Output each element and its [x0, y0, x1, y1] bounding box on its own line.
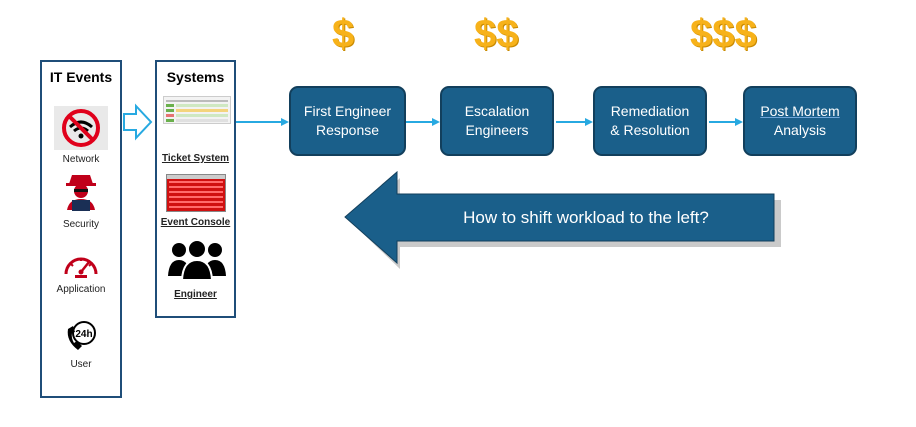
step-first-engineer-response: First Engineer Response	[289, 86, 406, 156]
system-label: Event Console	[160, 217, 231, 228]
systems-title: Systems	[166, 69, 225, 85]
events-to-systems-arrow	[123, 103, 153, 141]
connector-arrowhead	[432, 118, 440, 126]
ticket-system-screenshot	[163, 96, 231, 124]
systems-panel: Systems Ticket System Event Console	[155, 60, 236, 318]
step-line2: Analysis	[773, 122, 827, 138]
people-group-icon	[167, 238, 227, 281]
system-label: Engineer	[174, 289, 217, 300]
connector-arrowhead	[585, 118, 593, 126]
step-post-mortem-analysis: Post Mortem Analysis	[743, 86, 857, 156]
cost-indicator: $$$	[690, 12, 757, 56]
cost-indicator: $$	[474, 12, 519, 56]
it-events-title: IT Events	[49, 69, 113, 85]
svg-text:24h: 24h	[75, 329, 92, 340]
step-line1: Remediation	[610, 103, 690, 119]
hacker-icon	[63, 172, 99, 212]
it-events-panel: IT Events Network Security	[40, 60, 122, 398]
speedometer-icon	[63, 252, 99, 280]
event-console-screenshot	[166, 174, 226, 212]
phone-24h-icon: 24h	[64, 319, 98, 353]
cost-indicator: $	[332, 12, 355, 56]
step-line2: & Resolution	[610, 122, 690, 138]
it-event-label: Security	[62, 219, 100, 230]
connector-arrowhead	[281, 118, 289, 126]
step-line1: First Engineer	[303, 103, 392, 119]
it-event-label: Application	[56, 284, 106, 295]
step-escalation-engineers: Escalation Engineers	[440, 86, 554, 156]
step-line1: Escalation	[464, 103, 530, 119]
it-event-label: Network	[62, 154, 100, 165]
step-line2: Response	[315, 122, 380, 138]
step-line2: Engineers	[465, 122, 529, 138]
connector-arrowhead	[735, 118, 743, 126]
shift-left-arrow-text: How to shift workload to the left?	[463, 208, 709, 227]
step-remediation-resolution: Remediation & Resolution	[593, 86, 707, 156]
step-line1: Post Mortem	[760, 103, 840, 119]
shift-left-arrow	[344, 170, 775, 265]
no-wifi-icon	[54, 106, 108, 150]
it-event-label: User	[70, 359, 92, 370]
system-label: Ticket System	[161, 153, 230, 164]
